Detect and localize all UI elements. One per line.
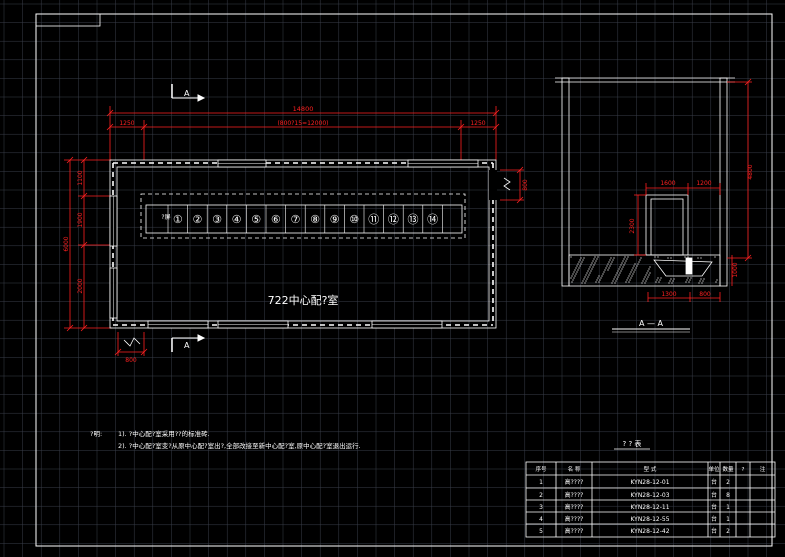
cabinet-number: ⑪ bbox=[368, 213, 379, 226]
dim-depth-seg2: 1900 bbox=[77, 212, 84, 227]
door-opening bbox=[489, 170, 497, 200]
section-view: 4800 1600 1200 2300 1300 800 1000 A — A bbox=[555, 77, 754, 333]
door-break-mark-bottom bbox=[123, 337, 141, 347]
table-cell: 高???? bbox=[565, 478, 584, 486]
dim-total-depth: 6000 bbox=[63, 236, 70, 251]
dim-left-offset: 1250 bbox=[119, 120, 134, 127]
table-header-cell: 名 称 bbox=[568, 465, 581, 473]
drawing-frame bbox=[35, 13, 773, 547]
table-cell: 高???? bbox=[565, 503, 584, 511]
notes-prefix: ?明: bbox=[90, 430, 102, 438]
dim-section-bottom-b: 800 bbox=[699, 291, 711, 298]
table-cell: 3 bbox=[539, 504, 543, 511]
dim-depth-seg1: 1100 bbox=[77, 170, 84, 185]
dim-section-top-a: 1600 bbox=[660, 180, 675, 187]
table-cell: 8 bbox=[726, 492, 730, 499]
table-cell: 台 bbox=[711, 527, 717, 535]
table-header-cell: 单位 bbox=[708, 465, 720, 473]
table-cell: 5 bbox=[539, 528, 543, 535]
cabinet-number: ① bbox=[173, 213, 183, 226]
table-cell: 2 bbox=[726, 479, 730, 486]
cabinet-number: ⑧ bbox=[310, 213, 320, 226]
floor-plan: A 14800 1250 (800?15=12000) 1250 bbox=[63, 84, 529, 364]
table-header-cell: 序号 bbox=[535, 465, 547, 473]
section-title-label: A — A bbox=[639, 319, 664, 328]
table-header-cell: 注 bbox=[760, 465, 766, 473]
cabinet-number: ⑥ bbox=[271, 213, 281, 226]
cabinet-number: ② bbox=[192, 213, 202, 226]
table-header-cell: ? bbox=[742, 467, 745, 473]
section-mark-top-label: A bbox=[184, 89, 190, 98]
section-mark-bottom-label: A bbox=[184, 341, 190, 350]
cabinet-number: ⑦ bbox=[290, 213, 300, 226]
section-mark-bottom: A bbox=[171, 334, 206, 352]
table-cell: KYN28-12-42 bbox=[630, 528, 669, 535]
dim-section-top-b: 1200 bbox=[696, 180, 711, 187]
cabinet-number: ⑫ bbox=[388, 213, 399, 226]
table-cell: KYN28-12-55 bbox=[630, 516, 669, 523]
table-cell: 台 bbox=[711, 491, 717, 499]
table-cell: 高???? bbox=[565, 491, 584, 499]
plan-dimensions-top bbox=[106, 106, 500, 160]
section-cabinet bbox=[645, 194, 713, 277]
room-label: 722中心配?室 bbox=[268, 293, 339, 307]
notes: ?明: 1). ?中心配?室采用??的标准砖. 2). ?中心配?室变?从原中心… bbox=[90, 429, 361, 450]
table-header-cell: 型 式 bbox=[644, 465, 657, 473]
cabinet-label-first: ?屏 bbox=[161, 214, 170, 221]
table-title: ? ? 表 bbox=[623, 439, 642, 448]
table-cell: 台 bbox=[711, 478, 717, 486]
dim-door-bottom: 800 bbox=[125, 357, 137, 364]
section-dimensions bbox=[634, 78, 752, 302]
dim-section-cabinet: 2300 bbox=[629, 218, 636, 233]
dim-depth-seg3: 2000 bbox=[77, 278, 84, 293]
table-cell: 高???? bbox=[565, 515, 584, 523]
table-cell: 1 bbox=[726, 516, 730, 523]
cabinet-number: ③ bbox=[212, 213, 222, 226]
table-cell: 2 bbox=[539, 492, 543, 499]
table-cell: KYN28-12-11 bbox=[630, 504, 669, 511]
cabinet-number: ⑩ bbox=[349, 213, 359, 226]
section-mark-top: A bbox=[171, 84, 206, 102]
cabinet-number: ⑭ bbox=[427, 213, 438, 226]
table-cell: 4 bbox=[539, 516, 543, 523]
dim-door-width: 800 bbox=[522, 179, 529, 191]
notes-line-1: 1). ?中心配?室采用??的标准砖. bbox=[118, 429, 210, 438]
floor-fill bbox=[570, 256, 718, 284]
cabinet-number: ⑨ bbox=[330, 213, 340, 226]
equipment-table: ? ? 表 序号 名 称 型 式 单位数量? 注 1 高???? KYN28-12-01 台 2… bbox=[525, 439, 776, 538]
table-cell: 台 bbox=[711, 515, 717, 523]
dim-section-height: 4800 bbox=[747, 164, 754, 179]
table-cell: 1 bbox=[726, 504, 730, 511]
dim-cabinet-row: (800?15=12000) bbox=[277, 120, 328, 127]
dim-right-offset: 1250 bbox=[470, 120, 485, 127]
table-cell: 台 bbox=[711, 503, 717, 511]
section-title: A — A bbox=[612, 319, 690, 333]
table-cell: KYN28-12-01 bbox=[630, 479, 669, 486]
notes-line-2: 2). ?中心配?室变?从原中心配?室出?,全部改接至新中心配?室,原中心配?室… bbox=[118, 441, 361, 450]
cabinet-number: ⑤ bbox=[251, 213, 261, 226]
plan-dimension-bottom bbox=[114, 332, 148, 356]
dim-section-floor: 1000 bbox=[732, 262, 739, 277]
window-glass-lines bbox=[113, 163, 478, 325]
table-header-cell: 数量 bbox=[722, 465, 734, 473]
plan-dimension-right bbox=[500, 166, 524, 204]
table-cell: KYN28-12-03 bbox=[630, 492, 669, 499]
plan-dimensions-left bbox=[64, 156, 112, 332]
table-cell: 1 bbox=[539, 479, 543, 486]
door-break-mark-right bbox=[503, 177, 511, 191]
table-cell: 2 bbox=[726, 528, 730, 535]
table-cell: 高???? bbox=[565, 527, 584, 535]
cabinet-number: ④ bbox=[232, 213, 242, 226]
dim-overall-width: 14800 bbox=[293, 105, 314, 113]
dim-section-bottom-a: 1300 bbox=[661, 291, 676, 298]
cabinet-number: ⑬ bbox=[408, 213, 419, 226]
